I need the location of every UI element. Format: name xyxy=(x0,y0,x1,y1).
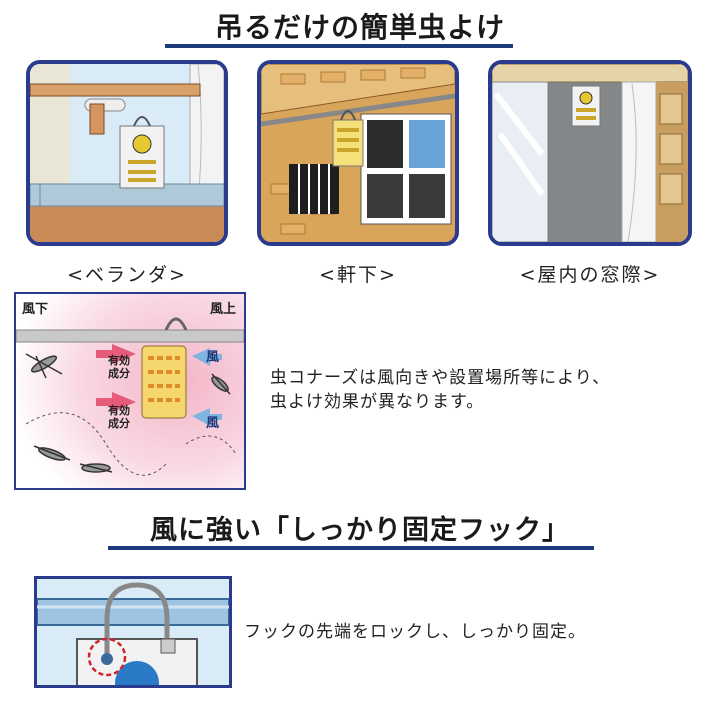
wind-label-lower: 風 xyxy=(206,416,220,431)
wind-description: 虫コナーズは風向きや設置場所等により、 虫よけ効果が異なります。 xyxy=(270,366,710,414)
wind-direction-diagram: 風下 風上 風 風 有効成分 有効成分 xyxy=(14,292,246,490)
hook-lock-illustration xyxy=(34,576,232,688)
heading-wind-resistant-hook: 風に強い「しっかり固定フック」 xyxy=(150,515,570,546)
wind-description-line-2: 虫よけ効果が異なります。 xyxy=(270,392,485,412)
active-ingredient-label-upper: 有効成分 xyxy=(108,354,130,380)
windward-label: 風上 xyxy=(210,302,237,317)
caption-indoor-window: <屋内の窓際> xyxy=(519,264,661,286)
eaves-illustration xyxy=(257,60,459,246)
heading1-underline xyxy=(165,44,513,48)
active-ingredient-label-lower: 有効成分 xyxy=(108,404,130,430)
indoor-window-illustration xyxy=(488,60,692,246)
heading-simple-insect-repellent: 吊るだけの簡単虫よけ xyxy=(214,11,505,44)
leeward-label: 風下 xyxy=(22,302,49,317)
hook-description: フックの先端をロックし、しっかり固定。 xyxy=(244,622,586,642)
veranda-illustration xyxy=(26,60,228,246)
caption-eaves: <軒下> xyxy=(319,264,397,286)
caption-veranda: <ベランダ> xyxy=(67,264,187,286)
heading2-underline xyxy=(108,546,594,550)
wind-description-line-1: 虫コナーズは風向きや設置場所等により、 xyxy=(270,368,611,388)
wind-label-upper: 風 xyxy=(206,350,220,365)
